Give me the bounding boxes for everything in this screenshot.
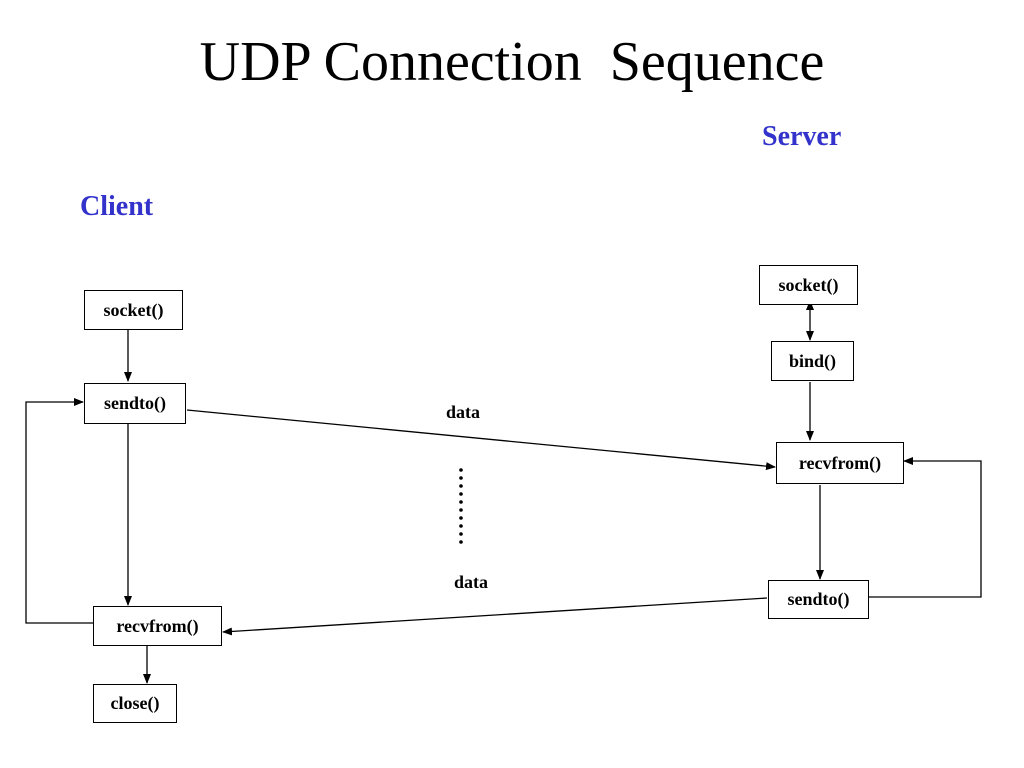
client-close-node: close() [93, 684, 177, 723]
client-recvfrom-node: recvfrom() [93, 606, 222, 646]
arrow-client-loop [25, 398, 93, 624]
data-reply-label: data [454, 572, 489, 592]
arrow-data-reply [222, 597, 768, 636]
arrow-data-request [186, 409, 776, 471]
arrow-server-loop [869, 457, 982, 598]
dotted-ellipsis [459, 468, 463, 544]
server-label: Server [762, 121, 842, 152]
client-socket-node: socket() [84, 290, 183, 330]
client-label: Client [80, 191, 154, 222]
server-socket-node: socket() [759, 265, 858, 305]
server-sendto-node: sendto() [768, 580, 869, 619]
client-sendto-node: sendto() [84, 383, 186, 424]
server-bind-node: bind() [771, 341, 854, 381]
server-recvfrom-node: recvfrom() [776, 442, 904, 484]
slide-title: UDP Connection Sequence [199, 31, 825, 93]
data-request-label: data [446, 402, 481, 422]
